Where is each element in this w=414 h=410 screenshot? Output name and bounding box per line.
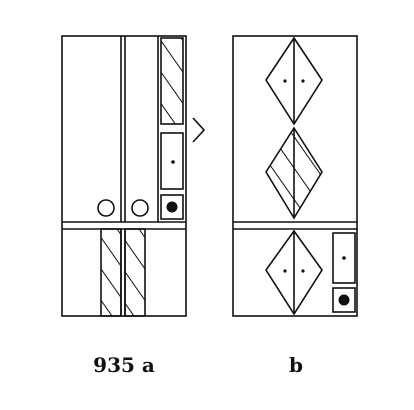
a-filled-circle xyxy=(166,201,178,213)
b-outer-frame xyxy=(232,35,358,317)
a-hatched-strip xyxy=(160,37,184,125)
drawing-a xyxy=(61,35,206,317)
b-filled-circle xyxy=(338,294,350,306)
b-dot-marker xyxy=(301,79,305,83)
figure-label-b: b xyxy=(289,353,303,377)
b-dot-panel xyxy=(332,232,356,284)
a-outer-frame xyxy=(61,35,187,317)
b-dot-marker xyxy=(283,79,287,83)
chevron-icon xyxy=(192,117,206,143)
drawing-b xyxy=(232,35,358,317)
a-lower-hatched-band xyxy=(124,228,146,317)
a-lower-hatched-band xyxy=(100,228,122,317)
a-dot-panel xyxy=(160,132,184,190)
b-dot-marker xyxy=(283,269,287,273)
a-open-circle xyxy=(131,199,149,217)
a-dot-marker xyxy=(171,160,175,164)
a-open-circle xyxy=(97,199,115,217)
figure-label-a: 935 a xyxy=(93,353,155,377)
a-square-panel xyxy=(160,194,184,220)
b-dot-marker xyxy=(301,269,305,273)
b-square-panel xyxy=(332,287,356,313)
b-panel-dot xyxy=(342,256,346,260)
